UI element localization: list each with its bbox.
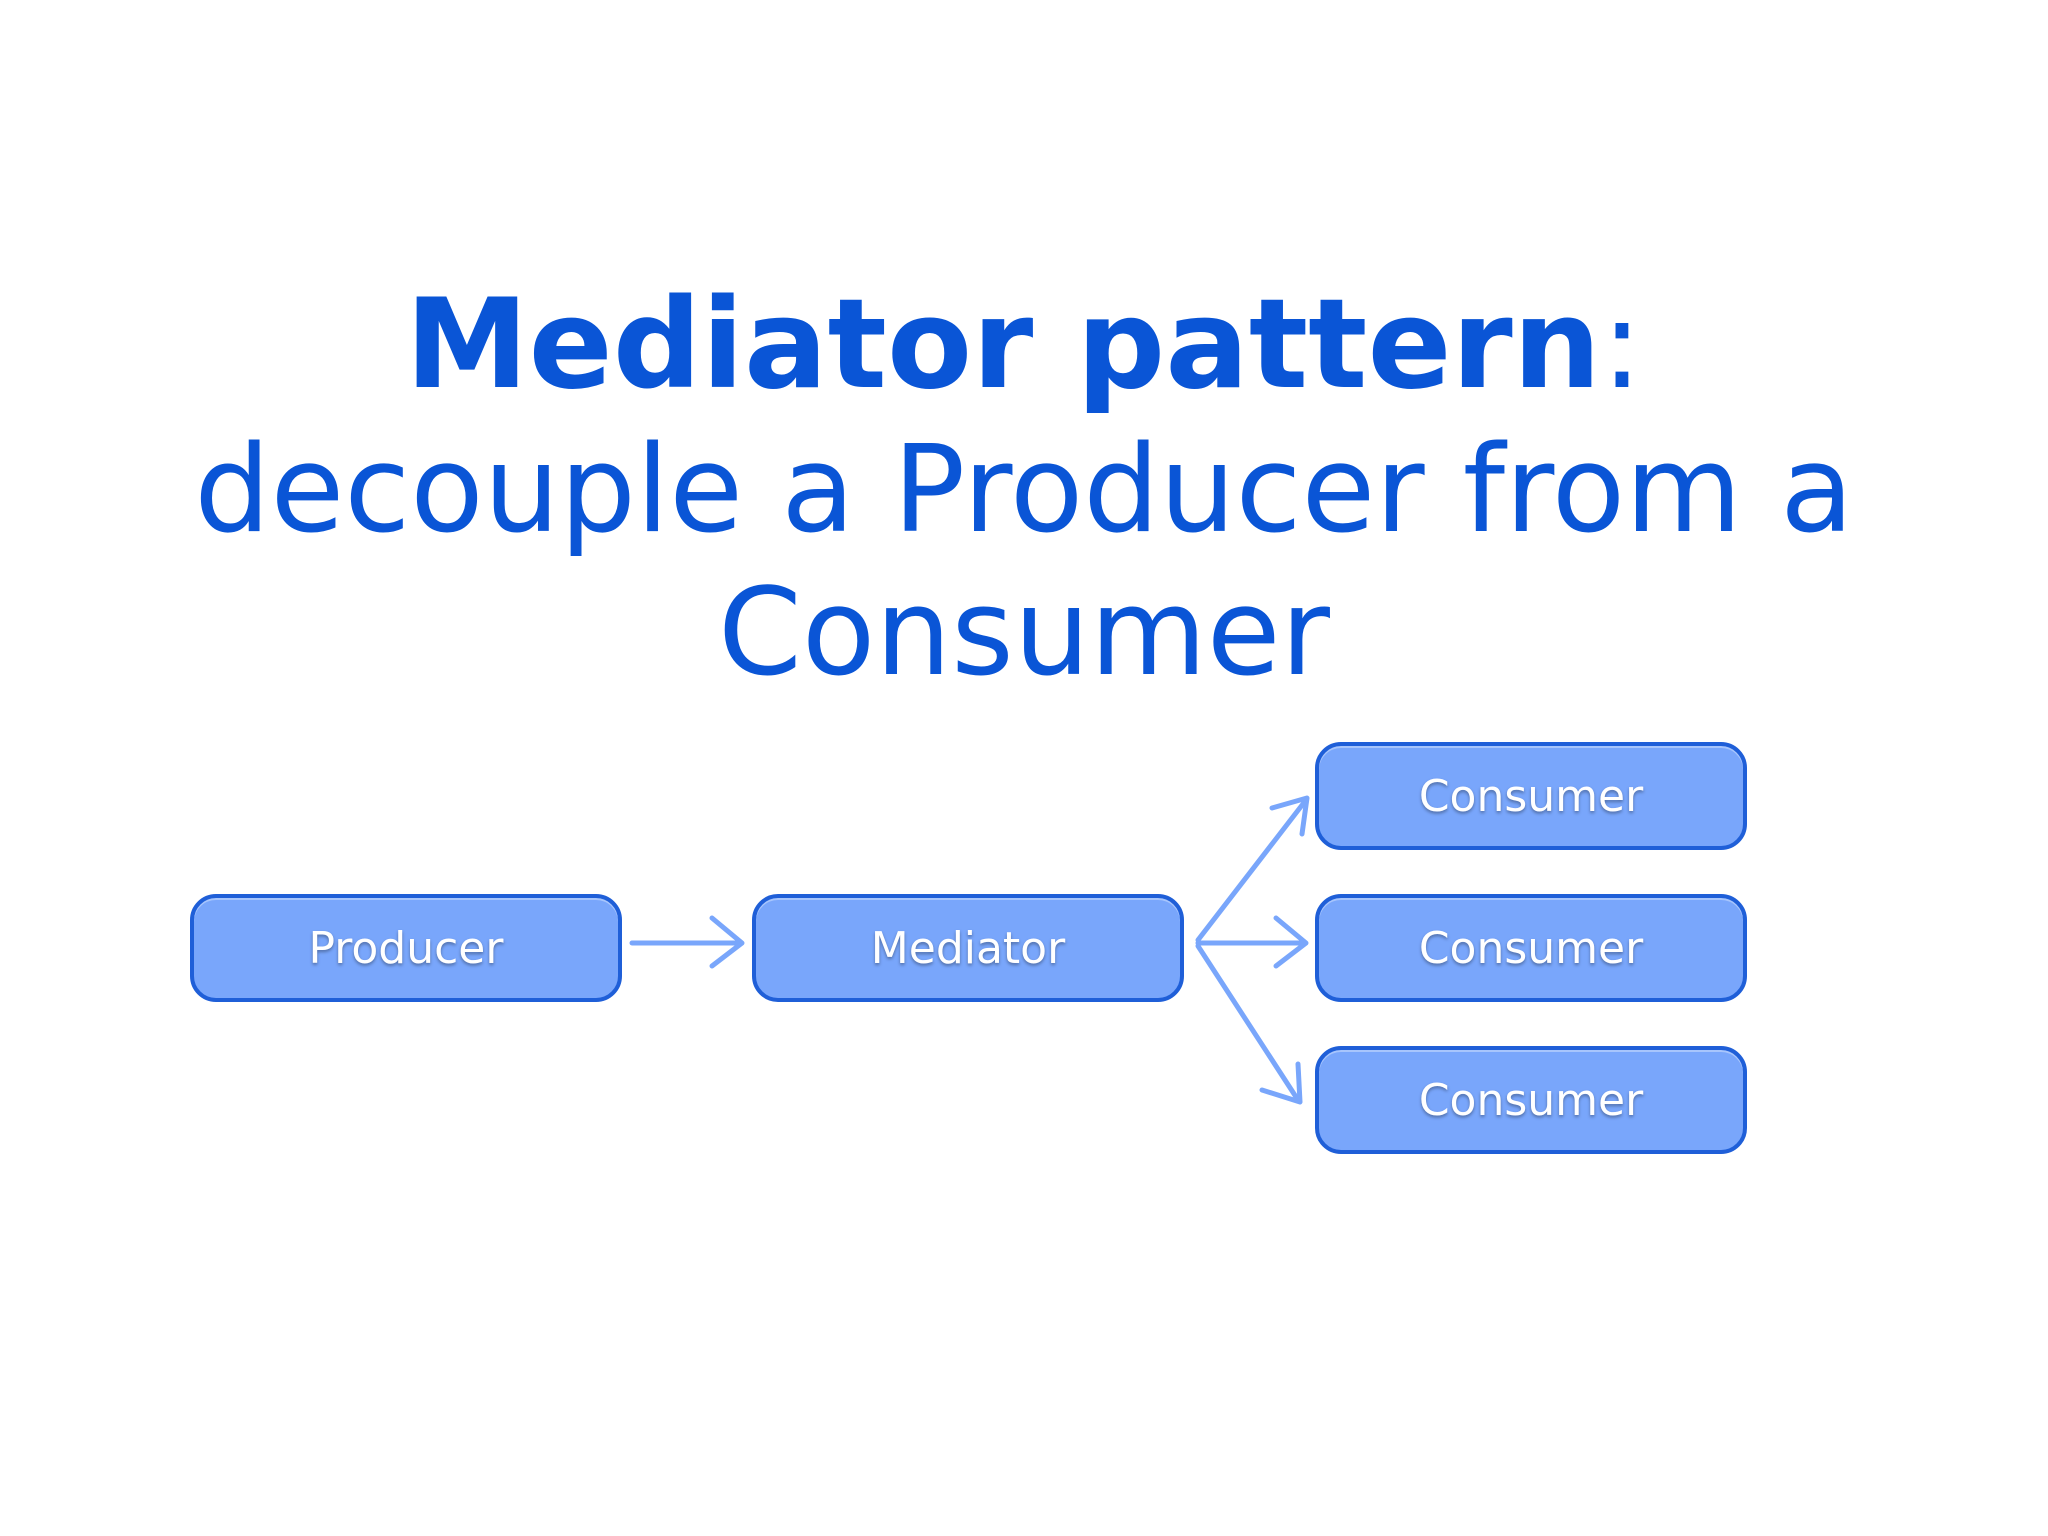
subtitle-line-1: decouple a Producer from a (194, 421, 1854, 560)
title-colon: : (1600, 273, 1643, 417)
consumer-label: Consumer (1418, 770, 1644, 822)
consumer-node-middle: Consumer (1315, 894, 1747, 1002)
slide-title: Mediator pattern: decouple a Producer fr… (0, 270, 2048, 706)
consumer-node-bottom: Consumer (1315, 1046, 1747, 1154)
arrow-mediator-to-consumer-bottom (1195, 943, 1303, 1105)
arrow-producer-to-mediator (629, 915, 745, 969)
mediator-node: Mediator (752, 894, 1184, 1002)
consumer-node-top: Consumer (1315, 742, 1747, 850)
title-line: Mediator pattern: (0, 270, 2048, 420)
mediator-label: Mediator (870, 922, 1066, 974)
title-bold-text: Mediator pattern (405, 273, 1601, 417)
consumer-label: Consumer (1418, 1074, 1644, 1126)
arrow-mediator-to-consumer-top (1195, 795, 1310, 943)
arrow-mediator-to-consumer-middle (1195, 915, 1309, 969)
producer-node: Producer (190, 894, 622, 1002)
producer-label: Producer (308, 922, 504, 974)
subtitle-line-2: Consumer (718, 564, 1330, 703)
consumer-label: Consumer (1418, 922, 1644, 974)
